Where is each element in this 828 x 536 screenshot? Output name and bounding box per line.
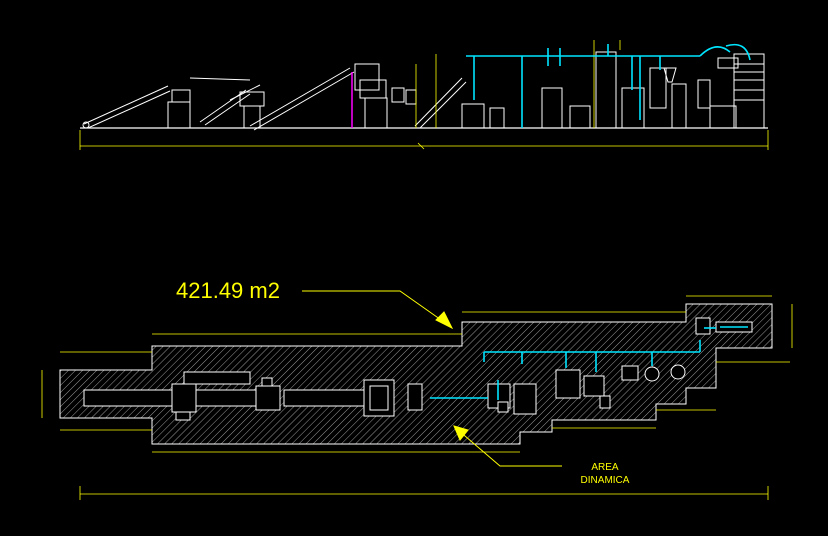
dynamic-area-label-line2: DINAMICA xyxy=(580,475,630,486)
elevation-equipment xyxy=(167,51,765,129)
zone-leader xyxy=(453,425,562,467)
area-leader xyxy=(302,290,454,330)
elevation-view xyxy=(79,40,769,150)
elevation-piping xyxy=(466,43,751,128)
plan-piping xyxy=(430,326,748,400)
elevation-frame-lines xyxy=(415,40,621,128)
plan-view xyxy=(41,290,793,500)
floor-area-label: 421.49 m2 xyxy=(176,278,280,303)
dynamic-area-label: AREA DINAMICA xyxy=(560,461,650,487)
inclined-conveyors xyxy=(82,67,467,131)
plan-conveyor xyxy=(83,371,365,407)
plan-dimensions xyxy=(41,295,793,500)
elevation-dimension xyxy=(79,130,769,150)
floor-footprint xyxy=(59,303,773,445)
dynamic-area-label-line1: AREA xyxy=(591,462,619,473)
